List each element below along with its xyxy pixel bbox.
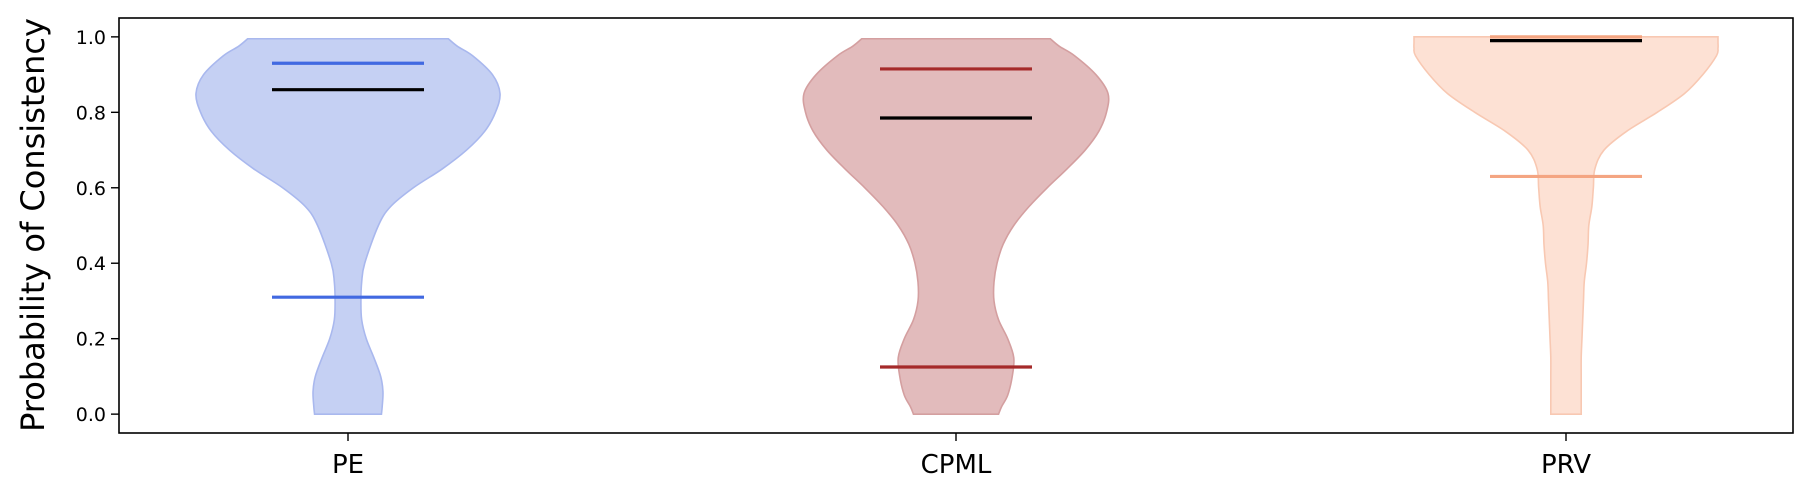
quantile-lines-layer — [272, 35, 1642, 369]
violin-prv — [1413, 36, 1719, 415]
x-tick-label-cpml: CPML — [921, 450, 992, 480]
violin-pe — [195, 37, 501, 415]
y-tick-label: 1.0 — [76, 27, 106, 49]
y-axis-label: Probability of Consistency — [14, 18, 52, 432]
y-tick-label: 0.4 — [76, 253, 106, 275]
y-tick-label: 0.0 — [76, 404, 106, 426]
x-tick-label-prv: PRV — [1541, 450, 1591, 480]
y-tick-label: 0.8 — [76, 102, 106, 124]
x-tick-label-pe: PE — [332, 450, 364, 480]
x-axis: PE CPML PRV — [332, 433, 1591, 480]
y-axis: 0.0 0.2 0.4 0.6 0.8 1.0 — [76, 27, 119, 426]
y-tick-label: 0.6 — [76, 178, 106, 200]
violins-layer — [195, 36, 1719, 415]
violin-cpml — [802, 37, 1110, 415]
y-tick-label: 0.2 — [76, 329, 106, 351]
